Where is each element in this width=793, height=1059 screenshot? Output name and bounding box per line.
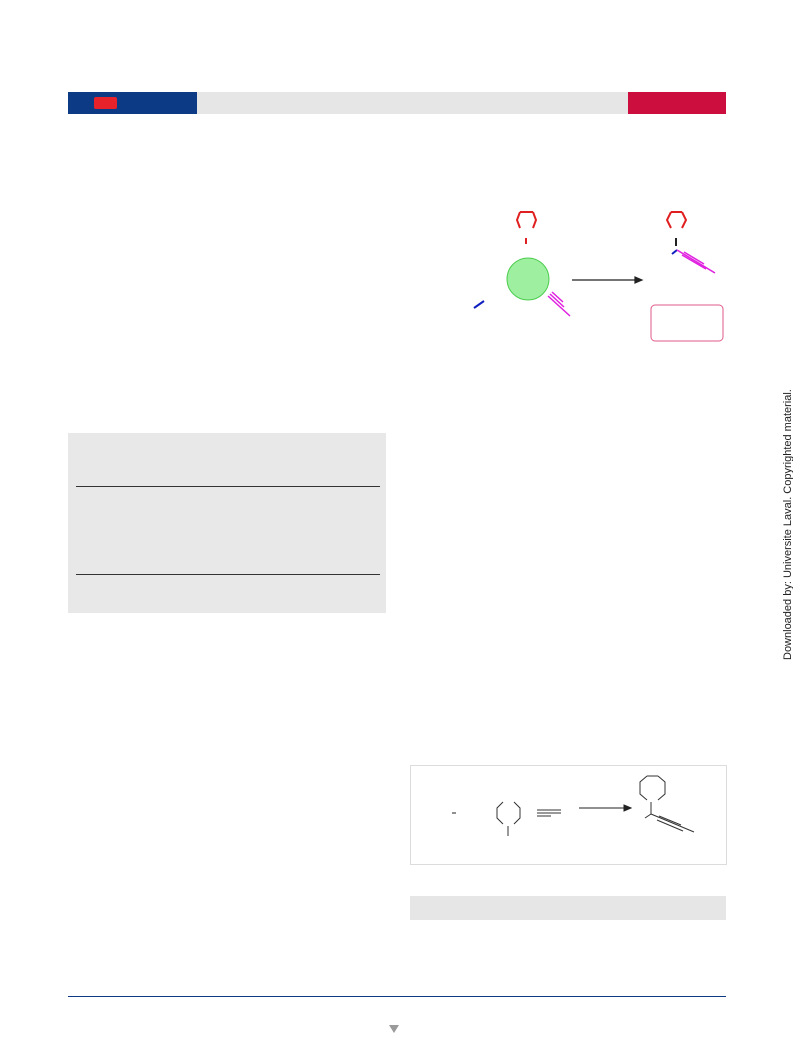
section-tag-block <box>628 92 726 114</box>
header-bar <box>68 92 726 114</box>
footer-rule <box>68 996 726 997</box>
journal-brand-block <box>68 92 197 114</box>
reaction-scheme-box <box>410 765 727 865</box>
reaction-scheme-graphic <box>452 775 695 836</box>
catalytic-reaction-graphic <box>473 211 724 342</box>
triangle-down-icon[interactable] <box>389 1025 399 1033</box>
caption-strip <box>410 896 726 920</box>
journal-badge <box>94 97 117 109</box>
product-ring <box>665 211 688 229</box>
scheme-arrow <box>579 804 633 812</box>
alkyne-chain <box>547 291 571 317</box>
alkyne-reagent <box>537 809 561 817</box>
cyclohexyl-reactant <box>496 801 521 836</box>
data-table <box>68 433 386 613</box>
cyclohexyl-product <box>639 775 695 833</box>
ligand-stroke <box>473 300 485 309</box>
product-alkyne <box>676 249 716 274</box>
table-footer-rule <box>76 574 380 575</box>
highlight-box <box>650 304 724 342</box>
reactant-ring <box>515 211 538 244</box>
reaction-arrow <box>572 276 644 284</box>
download-notice: Downloaded by: Universite Laval. Copyrig… <box>782 389 793 660</box>
table-header-rule <box>76 486 380 487</box>
catalyst-sphere <box>506 257 550 301</box>
